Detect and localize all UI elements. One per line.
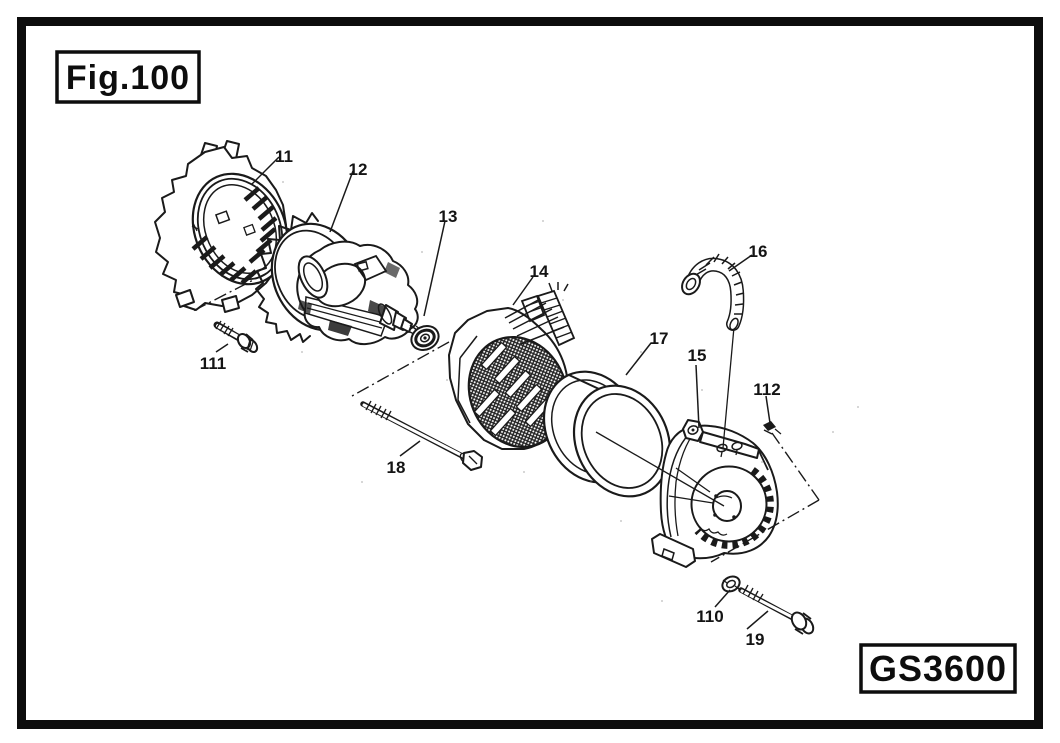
model-label: GS3600 <box>869 648 1007 689</box>
centerline-bolt-111 <box>192 272 268 312</box>
callout-112-label: 112 <box>753 380 780 399</box>
cover-foot-bracket <box>651 533 696 568</box>
bolt-head <box>462 450 483 471</box>
rotor-facet <box>353 254 388 282</box>
callout-17-leader <box>625 342 652 376</box>
callout-19-leader <box>746 610 769 630</box>
callout-19-label: 19 <box>746 630 765 649</box>
centerline-bolt-19 <box>710 499 820 563</box>
gear-teeth <box>694 467 774 549</box>
figure-label-box: Fig.100 <box>55 50 201 104</box>
stator-winding-face <box>467 335 569 449</box>
cover-detail <box>191 222 199 232</box>
rotor-shaft <box>377 303 422 335</box>
callout-14-leader <box>512 276 534 306</box>
scan-noise <box>282 181 859 602</box>
part-12-rotor-fan <box>255 212 422 345</box>
model-label-box: GS3600 <box>859 643 1017 694</box>
callout-110-label: 110 <box>696 607 723 626</box>
conduit-end-cap <box>681 272 701 296</box>
callout-15-label: 15 <box>688 346 707 365</box>
callout-12-leader <box>329 170 354 233</box>
callout-12-label: 12 <box>349 160 368 179</box>
callout-111-label: 111 <box>200 354 227 373</box>
callout-112-leader <box>765 395 771 424</box>
part-112-screw <box>763 421 782 435</box>
cover-foot <box>175 289 195 308</box>
callout-110-leader <box>714 589 731 608</box>
part-11-front-cover <box>154 140 289 313</box>
callout-16-leader <box>728 254 753 272</box>
bolt-head <box>790 611 808 631</box>
callout-18-label: 18 <box>387 458 406 477</box>
cover-plate <box>659 424 779 560</box>
part-13-bearing <box>410 325 440 351</box>
axis-centerline <box>595 431 725 507</box>
part-14-stator <box>448 282 576 450</box>
conduit-drop-line <box>722 326 735 449</box>
cover-center-boss <box>214 210 231 225</box>
gear-hub <box>712 490 742 522</box>
callout-18-leader <box>399 440 421 457</box>
part-19-bolt <box>738 584 815 635</box>
stator-wire-bundle <box>504 282 576 347</box>
part-17-band-ring <box>542 370 672 498</box>
callout-11-label: 11 <box>275 147 293 166</box>
callout-13-label: 13 <box>439 207 458 226</box>
part-15-rear-cover <box>651 419 779 568</box>
callout-16-label: 16 <box>749 242 768 261</box>
callout-numbers: 11 12 13 14 15 16 17 18 19 110 111 112 <box>200 147 781 649</box>
centerline-bolt-18 <box>351 341 450 397</box>
part-111-bolt <box>213 320 259 354</box>
callout-11-leader <box>251 156 280 185</box>
callout-13-leader <box>423 220 446 317</box>
callout-leaders <box>215 156 771 630</box>
cover-center-boss <box>243 223 256 236</box>
figure-label: Fig.100 <box>66 59 190 97</box>
part-16-conduit <box>681 253 745 449</box>
rotor-hub-ring <box>297 255 329 299</box>
part-110-washer <box>721 575 741 593</box>
gear-disc <box>690 465 768 543</box>
cover-foot <box>221 295 240 313</box>
part-18-through-bolt <box>360 400 483 471</box>
callout-15-leader <box>695 364 700 429</box>
centerline-screw-112 <box>771 432 820 501</box>
callout-17-label: 17 <box>650 329 669 348</box>
callout-14-label: 14 <box>530 262 549 281</box>
callout-111-leader <box>215 343 229 353</box>
